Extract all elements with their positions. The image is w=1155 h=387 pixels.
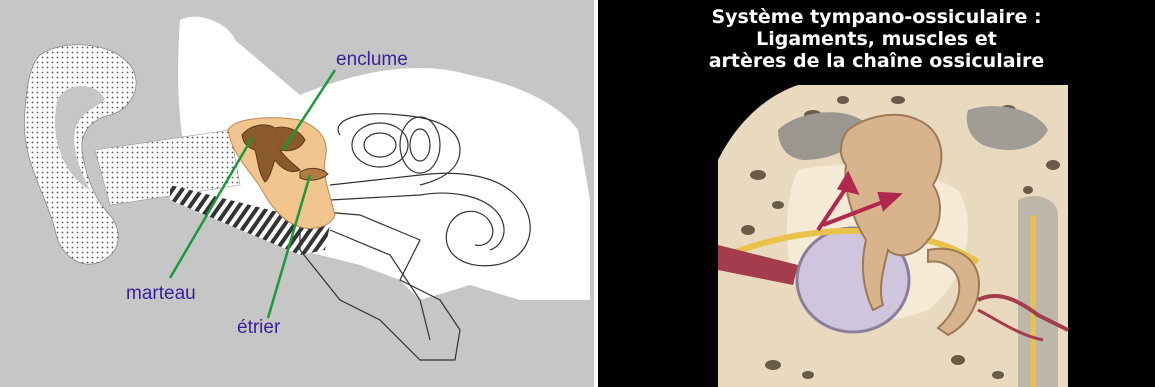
- ossicular-illustration-panel: Système tympano-ossiculaire : Ligaments,…: [598, 0, 1155, 387]
- label-marteau: marteau: [126, 283, 196, 305]
- ear-diagram: [0, 0, 594, 387]
- title-line-3: artères de la chaîne ossiculaire: [598, 50, 1155, 72]
- title-line-2: Ligaments, muscles et: [598, 28, 1155, 50]
- illustration-title: Système tympano-ossiculaire : Ligaments,…: [598, 6, 1155, 72]
- title-line-1: Système tympano-ossiculaire :: [598, 6, 1155, 28]
- label-etrier: étrier: [237, 317, 280, 339]
- label-enclume: enclume: [336, 49, 408, 71]
- ear-diagram-panel: enclume marteau étrier: [0, 0, 594, 387]
